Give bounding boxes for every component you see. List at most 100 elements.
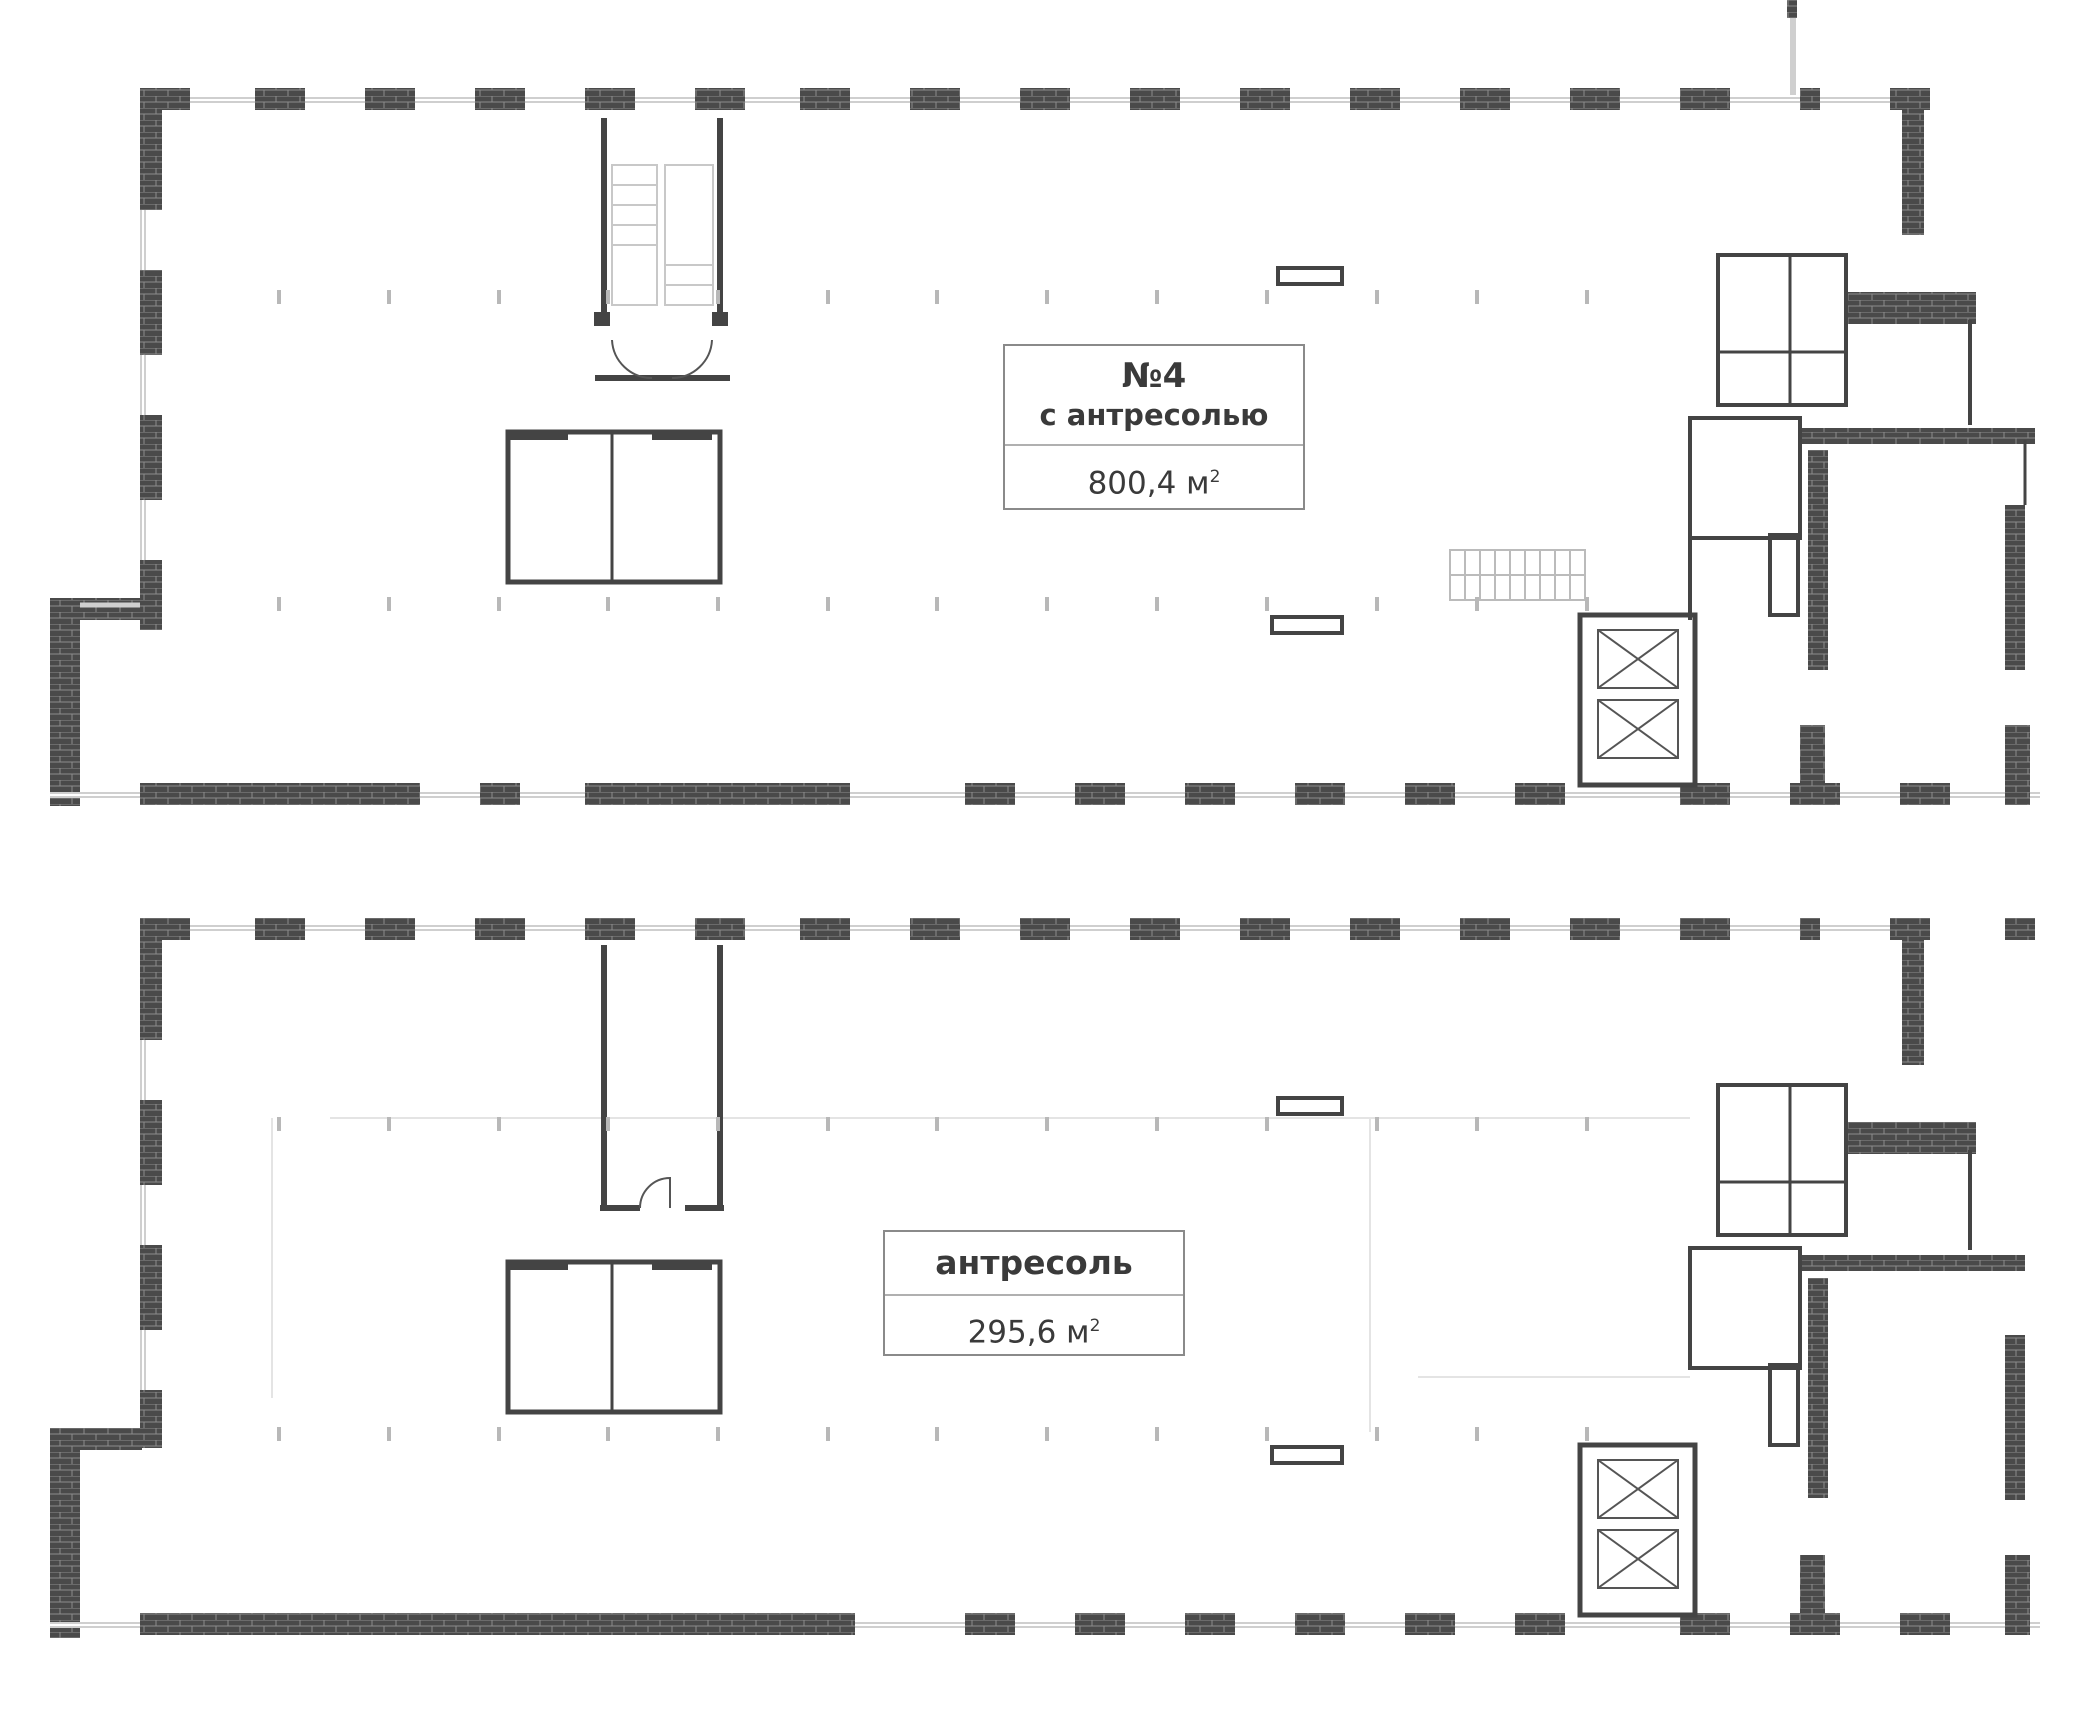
brick-pier bbox=[475, 918, 525, 940]
column-marker bbox=[1475, 1117, 1479, 1131]
east-block bbox=[1449, 0, 2035, 805]
outer-wall-west bbox=[50, 95, 162, 806]
column-marker bbox=[387, 1427, 391, 1441]
column-marker bbox=[606, 290, 610, 304]
column-marker bbox=[826, 1427, 830, 1441]
brick-pier bbox=[365, 918, 415, 940]
brick-pier bbox=[1295, 1613, 1345, 1635]
columns bbox=[277, 1117, 1589, 1441]
brick-pier bbox=[1405, 783, 1455, 805]
column-marker bbox=[1375, 1427, 1379, 1441]
brick-pier bbox=[1460, 88, 1510, 110]
column-marker bbox=[497, 597, 501, 611]
brick-pier bbox=[1185, 783, 1235, 805]
column-marker bbox=[1155, 1117, 1159, 1131]
column-marker bbox=[1045, 1117, 1049, 1131]
brick-pier bbox=[1900, 1613, 1950, 1635]
column-marker bbox=[1265, 597, 1269, 611]
column-marker bbox=[826, 290, 830, 304]
brick-pier bbox=[1295, 783, 1345, 805]
brick-pier bbox=[800, 918, 850, 940]
vent-shaft bbox=[1276, 266, 1344, 286]
column-marker bbox=[1375, 1117, 1379, 1131]
column-marker bbox=[277, 1427, 281, 1441]
brick-pier bbox=[1130, 88, 1180, 110]
brick-pier bbox=[1350, 88, 1400, 110]
mezzanine-area-value: 295,6 м bbox=[967, 1314, 1090, 1351]
unit-area-value: 800,4 м bbox=[1087, 465, 1210, 502]
column-marker bbox=[826, 1117, 830, 1131]
column-marker bbox=[277, 597, 281, 611]
brick-pier bbox=[965, 1613, 1015, 1635]
column-marker bbox=[1585, 290, 1589, 304]
brick-pier bbox=[255, 88, 305, 110]
unit-number: №4 bbox=[1121, 356, 1187, 396]
vent-shaft bbox=[1276, 1096, 1344, 1116]
column-marker bbox=[1045, 290, 1049, 304]
mezzanine-label-box: антресоль 295,6 м2 bbox=[883, 1230, 1185, 1356]
mezzanine-area-unit-sup: 2 bbox=[1089, 1316, 1101, 1336]
column-marker bbox=[1265, 1117, 1269, 1131]
restroom-block bbox=[505, 1259, 723, 1415]
column-marker bbox=[716, 1427, 720, 1441]
unit-area-unit-sup: 2 bbox=[1209, 467, 1221, 487]
column-marker bbox=[1585, 1427, 1589, 1441]
floor-plan-mezzanine bbox=[50, 918, 2040, 1638]
brick-pier bbox=[1515, 783, 1565, 805]
column-marker bbox=[1045, 597, 1049, 611]
restroom-block bbox=[505, 429, 723, 585]
brick-pier bbox=[1075, 783, 1125, 805]
brick-pier bbox=[1570, 88, 1620, 110]
brick-pier bbox=[1570, 918, 1620, 940]
brick-pier bbox=[800, 88, 850, 110]
column-marker bbox=[716, 597, 720, 611]
brick-pier bbox=[910, 88, 960, 110]
brick-pier bbox=[1900, 783, 1950, 805]
brick-pier bbox=[475, 88, 525, 110]
brick-pier bbox=[1680, 918, 1730, 940]
column-marker bbox=[1585, 597, 1589, 611]
column-marker bbox=[1375, 290, 1379, 304]
column-marker bbox=[1265, 1427, 1269, 1441]
mezzanine-title: антресоль bbox=[935, 1243, 1133, 1282]
outer-wall-west bbox=[50, 925, 162, 1638]
brick-piers-north bbox=[140, 918, 1730, 940]
brick-pier bbox=[1240, 88, 1290, 110]
column-marker bbox=[1155, 290, 1159, 304]
outer-wall-south bbox=[50, 783, 2040, 805]
mezzanine-area: 295,6 м2 bbox=[885, 1294, 1183, 1362]
column-marker bbox=[1265, 290, 1269, 304]
brick-piers-north bbox=[140, 88, 1730, 110]
brick-pier bbox=[910, 918, 960, 940]
unit-area: 800,4 м2 bbox=[1005, 444, 1303, 514]
brick-pier bbox=[255, 918, 305, 940]
column-marker bbox=[1475, 290, 1479, 304]
brick-pier bbox=[1020, 88, 1070, 110]
column-marker bbox=[716, 290, 720, 304]
floor-plan-level-4 bbox=[50, 0, 2040, 806]
column-marker bbox=[1475, 597, 1479, 611]
brick-pier bbox=[1075, 1613, 1125, 1635]
mezzanine-edge bbox=[271, 1117, 1690, 1432]
brick-pier bbox=[1515, 1613, 1565, 1635]
column-marker bbox=[277, 1117, 281, 1131]
stair-core bbox=[594, 118, 730, 381]
column-marker bbox=[277, 290, 281, 304]
brick-pier bbox=[585, 88, 635, 110]
column-marker bbox=[935, 597, 939, 611]
east-block bbox=[1577, 918, 2035, 1635]
outer-wall-south bbox=[50, 1613, 2040, 1635]
column-marker bbox=[497, 290, 501, 304]
column-marker bbox=[606, 1427, 610, 1441]
column-marker bbox=[1585, 1117, 1589, 1131]
column-marker bbox=[1155, 1427, 1159, 1441]
column-marker bbox=[716, 1117, 720, 1131]
column-marker bbox=[1045, 1427, 1049, 1441]
column-marker bbox=[387, 1117, 391, 1131]
column-marker bbox=[387, 290, 391, 304]
vent-shaft bbox=[1270, 1445, 1344, 1465]
brick-pier bbox=[695, 88, 745, 110]
column-marker bbox=[606, 1117, 610, 1131]
brick-pier bbox=[965, 783, 1015, 805]
